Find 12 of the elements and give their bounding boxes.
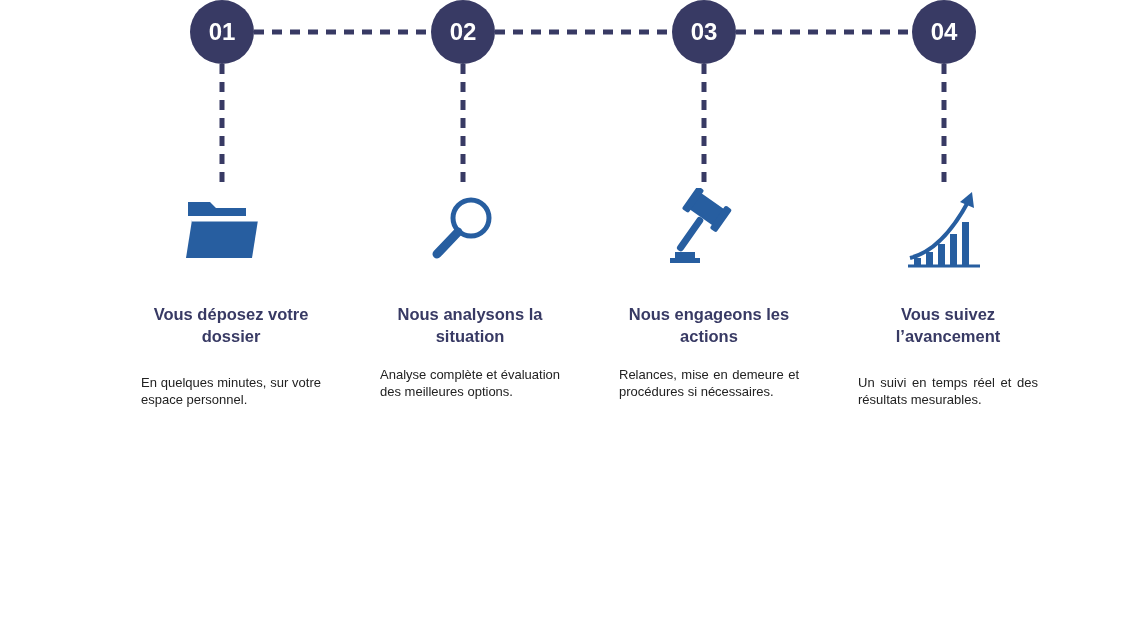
step-description: Analyse complète et évaluation des meilleures options.: [380, 366, 560, 400]
step-number-circle: 04: [912, 0, 976, 64]
step-number-circle: 03: [672, 0, 736, 64]
step-description: En quelques minutes, sur votre espace personnel.: [141, 374, 321, 408]
step-heading: Nous analysons la situation: [396, 304, 544, 347]
step-description: Un suivi en temps réel et des résultats mesurables.: [858, 374, 1038, 408]
step-heading: Vous suivez l’avancement: [894, 304, 1002, 347]
step-number-circle: 01: [190, 0, 254, 64]
step-number-circle: 02: [431, 0, 495, 64]
step-heading: Nous engageons les actions: [627, 304, 791, 347]
step-heading: Vous déposez votre dossier: [152, 304, 310, 347]
step-description: Relances, mise en demeure et procédures si nécessaires.: [619, 366, 799, 400]
